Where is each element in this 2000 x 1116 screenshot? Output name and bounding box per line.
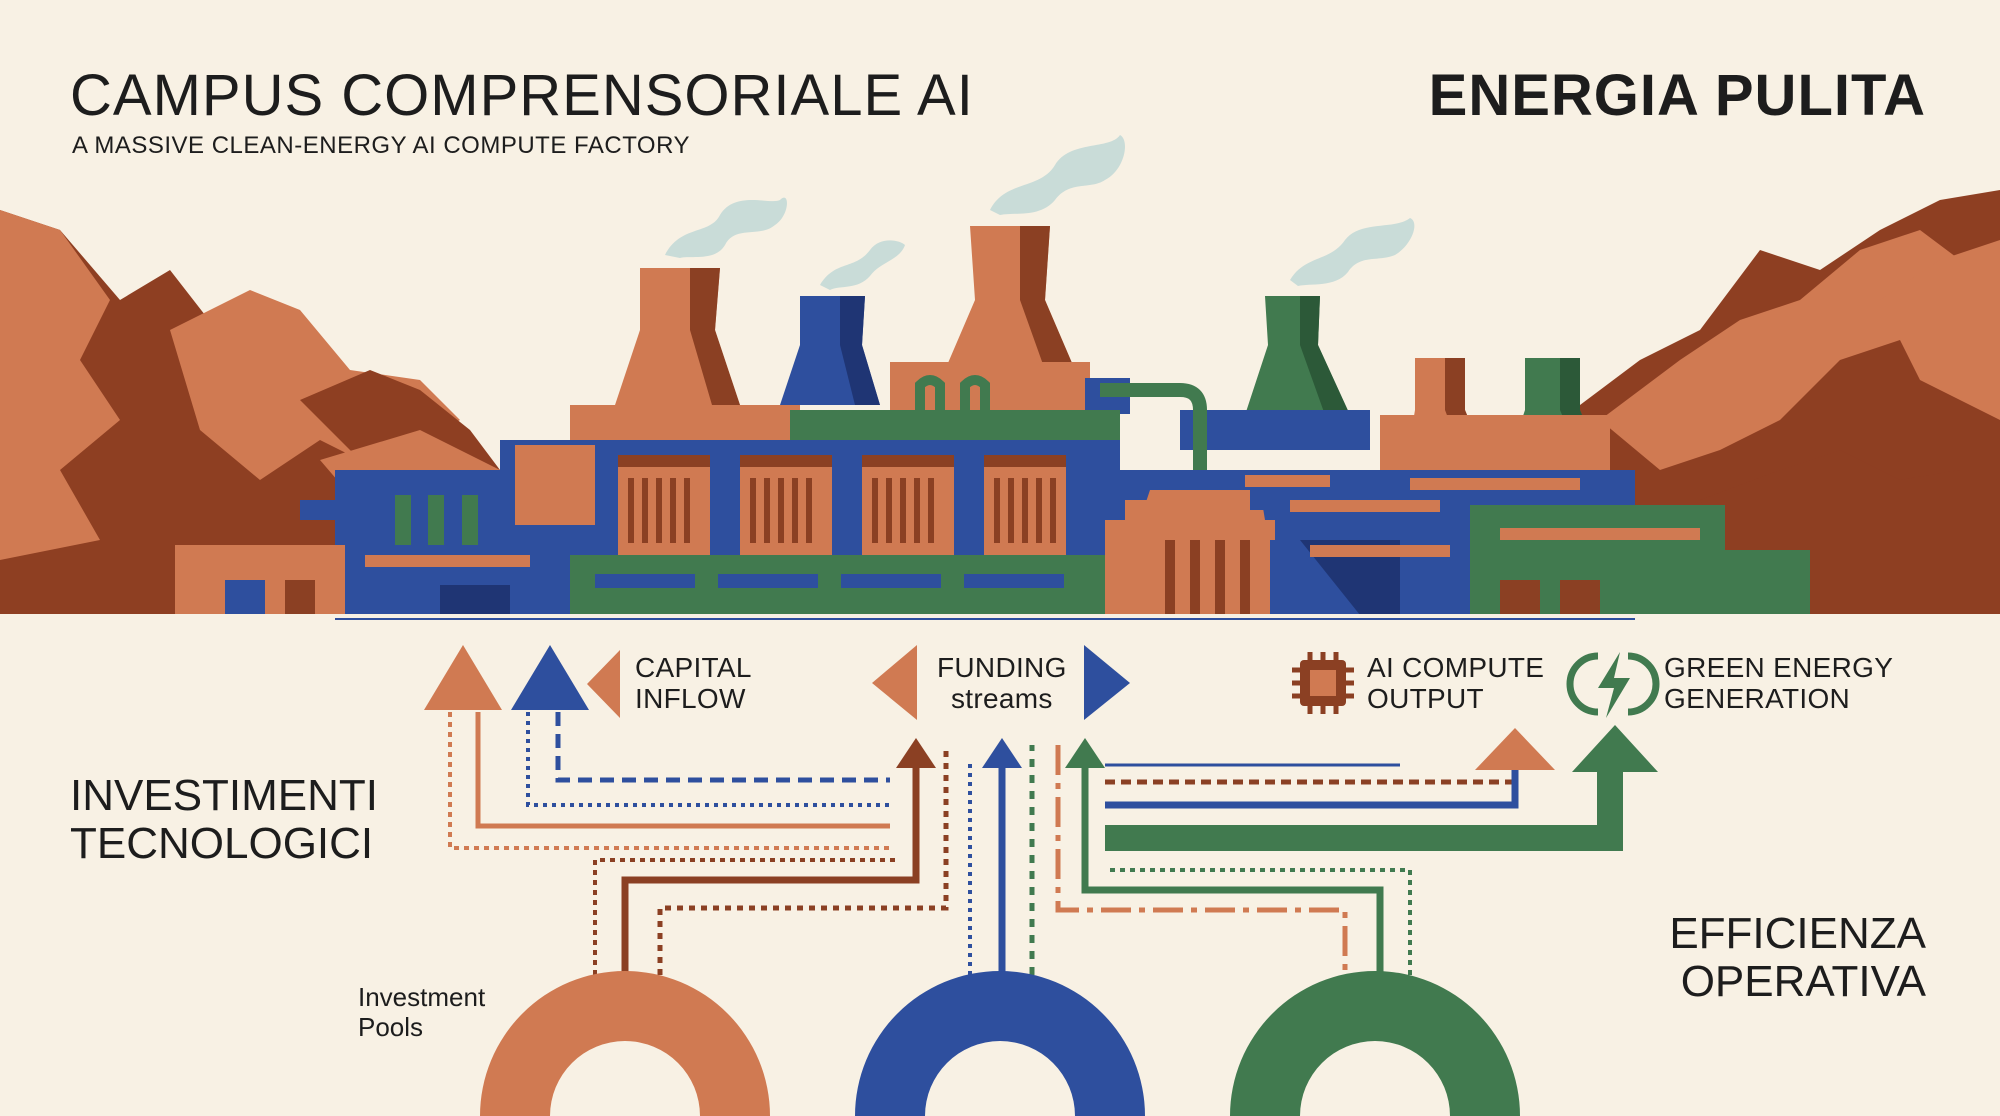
mountains-right [1560,190,2000,615]
legend-funding-line1: FUNDING [937,652,1067,683]
green-energy-up-arrow-icon [1572,725,1658,772]
blue-up-arrow-icon [982,738,1022,768]
rust-up-arrow-icon [896,738,936,768]
legend-funding-streams: FUNDING streams [937,652,1067,714]
legend-ai-compute: AI COMPUTE OUTPUT [1367,652,1544,714]
compute-up-arrow-icon [1475,728,1555,770]
lightning-bolt-icon [1566,652,1660,718]
funding-left-arrow-icon [872,645,917,720]
legend-green-line1: GREEN ENERGY [1664,652,1894,683]
legend-compute-line2: OUTPUT [1367,683,1484,714]
section-left-line2: TECNOLOGICI [70,819,374,868]
legend-capital-line2: INFLOW [635,683,746,714]
capital-triangle-blue-icon [511,645,589,710]
legend-green-energy: GREEN ENERGY GENERATION [1664,652,1893,714]
legend-green-line2: GENERATION [1664,683,1851,714]
factory-complex [0,362,2000,620]
investment-pools-label: Investment Pools [358,982,485,1042]
page-subtitle: A MASSIVE CLEAN-ENERGY AI COMPUTE FACTOR… [72,132,690,159]
funding-right-arrow-icon [1084,645,1130,720]
capital-triangle-terracotta-icon [424,645,502,710]
pool-terracotta [480,971,770,1116]
section-right-line1: EFFICIENZA [1669,909,1926,958]
green-up-arrow-icon [1065,738,1105,768]
pools-label-line1: Investment [358,982,486,1012]
page-title: CAMPUS COMPRENSORIALE AI [70,63,974,128]
section-right-line2: OPERATIVA [1680,957,1926,1006]
pool-green [1230,971,1520,1116]
investment-pools [480,971,1520,1116]
legend-compute-line1: AI COMPUTE [1367,652,1545,683]
capital-inflow-arrow-icon [587,650,620,718]
flow-lines [448,712,1658,975]
pools-label-line2: Pools [358,1012,424,1042]
steam-plumes [665,135,1415,290]
section-left-line1: INVESTIMENTI [70,771,379,820]
section-label-efficiency: EFFICIENZA OPERATIVA [1669,910,1926,1006]
cpu-chip-icon [1292,652,1354,714]
legend-capital-inflow: CAPITAL INFLOW [635,652,752,714]
legend-capital-line1: CAPITAL [635,652,752,683]
server-modules [618,455,1066,555]
energy-title: ENERGIA PULITA [1428,63,1926,128]
pool-blue [855,971,1145,1116]
section-label-investments: INVESTIMENTI TECNOLOGICI [70,772,378,868]
legend-funding-line2: streams [950,683,1053,714]
